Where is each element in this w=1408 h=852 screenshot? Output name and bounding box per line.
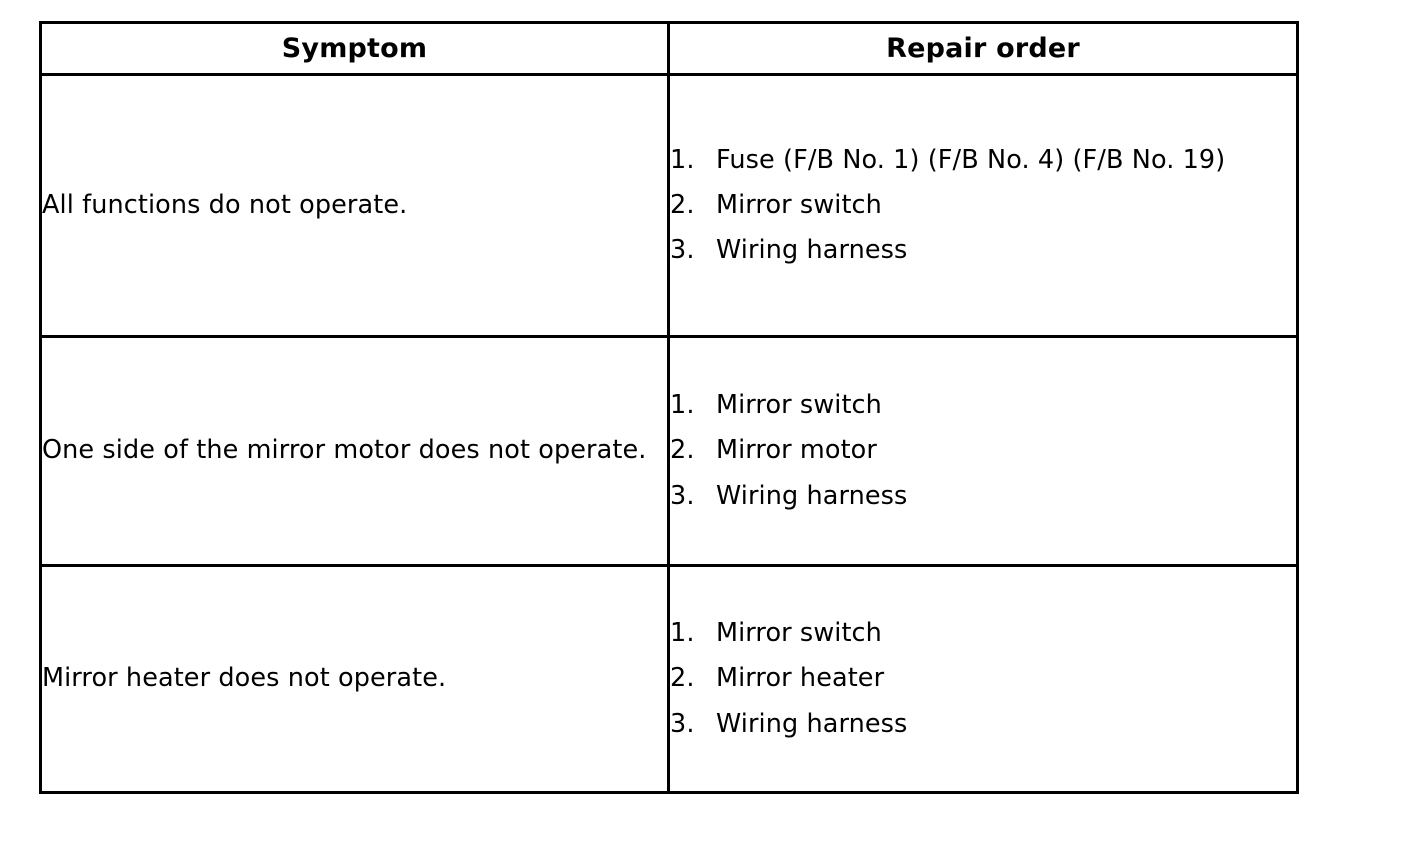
symptom-repair-table: Symptom Repair order All functions do no… — [39, 21, 1299, 794]
list-item: 1. Mirror switch — [670, 389, 1296, 422]
table-row: All functions do not operate. 1. Fuse (F… — [39, 73, 1299, 338]
list-item: 1. Fuse (F/B No. 1) (F/B No. 4) (F/B No.… — [670, 144, 1296, 177]
list-item: 3. Wiring harness — [670, 708, 1296, 741]
list-item-text: Wiring harness — [716, 235, 908, 266]
list-item-text: Mirror switch — [716, 618, 882, 649]
table-header: Symptom Repair order — [39, 21, 1299, 76]
cell-repair-order: 1. Mirror switch 2. Mirror heater 3. Wir… — [667, 564, 1299, 794]
cell-repair-order: 1. Fuse (F/B No. 1) (F/B No. 4) (F/B No.… — [667, 73, 1299, 338]
list-item-number: 1. — [670, 618, 695, 649]
list-item-text: Mirror switch — [716, 189, 882, 220]
list-item: 2. Mirror motor — [670, 434, 1296, 467]
list-item-text: Mirror switch — [716, 390, 882, 421]
symptom-text: All functions do not operate. — [42, 189, 408, 220]
symptom-text: Mirror heater does not operate. — [42, 663, 447, 694]
column-header-repair-order: Repair order — [667, 21, 1299, 76]
list-item: 1. Mirror switch — [670, 617, 1296, 650]
list-item-text: Wiring harness — [716, 708, 908, 739]
list-item-text: Fuse (F/B No. 1) (F/B No. 4) (F/B No. 19… — [716, 144, 1226, 175]
table-row: One side of the mirror motor does not op… — [39, 335, 1299, 567]
repair-order-list: 1. Fuse (F/B No. 1) (F/B No. 4) (F/B No.… — [670, 144, 1296, 267]
cell-repair-order: 1. Mirror switch 2. Mirror motor 3. Wiri… — [667, 335, 1299, 567]
list-item-text: Mirror heater — [716, 663, 885, 694]
list-item-text: Wiring harness — [716, 480, 908, 511]
cell-symptom: All functions do not operate. — [39, 73, 670, 338]
list-item: 3. Wiring harness — [670, 234, 1296, 267]
header-row: Symptom Repair order — [39, 21, 1299, 76]
list-item-number: 1. — [670, 144, 695, 175]
list-item-number: 3. — [670, 235, 695, 266]
repair-order-list: 1. Mirror switch 2. Mirror motor 3. Wiri… — [670, 389, 1296, 512]
list-item-number: 2. — [670, 663, 695, 694]
column-header-symptom: Symptom — [39, 21, 670, 76]
list-item: 3. Wiring harness — [670, 480, 1296, 513]
list-item-number: 3. — [670, 480, 695, 511]
list-item-number: 1. — [670, 390, 695, 421]
repair-order-list: 1. Mirror switch 2. Mirror heater 3. Wir… — [670, 617, 1296, 740]
cell-symptom: Mirror heater does not operate. — [39, 564, 670, 794]
cell-symptom: One side of the mirror motor does not op… — [39, 335, 670, 567]
table-body: All functions do not operate. 1. Fuse (F… — [39, 73, 1299, 794]
list-item-number: 3. — [670, 708, 695, 739]
list-item: 2. Mirror heater — [670, 662, 1296, 695]
list-item-number: 2. — [670, 435, 695, 466]
table-row: Mirror heater does not operate. 1. Mirro… — [39, 564, 1299, 794]
list-item-number: 2. — [670, 189, 695, 220]
list-item-text: Mirror motor — [716, 435, 877, 466]
symptom-text: One side of the mirror motor does not op… — [42, 435, 647, 466]
list-item: 2. Mirror switch — [670, 189, 1296, 222]
